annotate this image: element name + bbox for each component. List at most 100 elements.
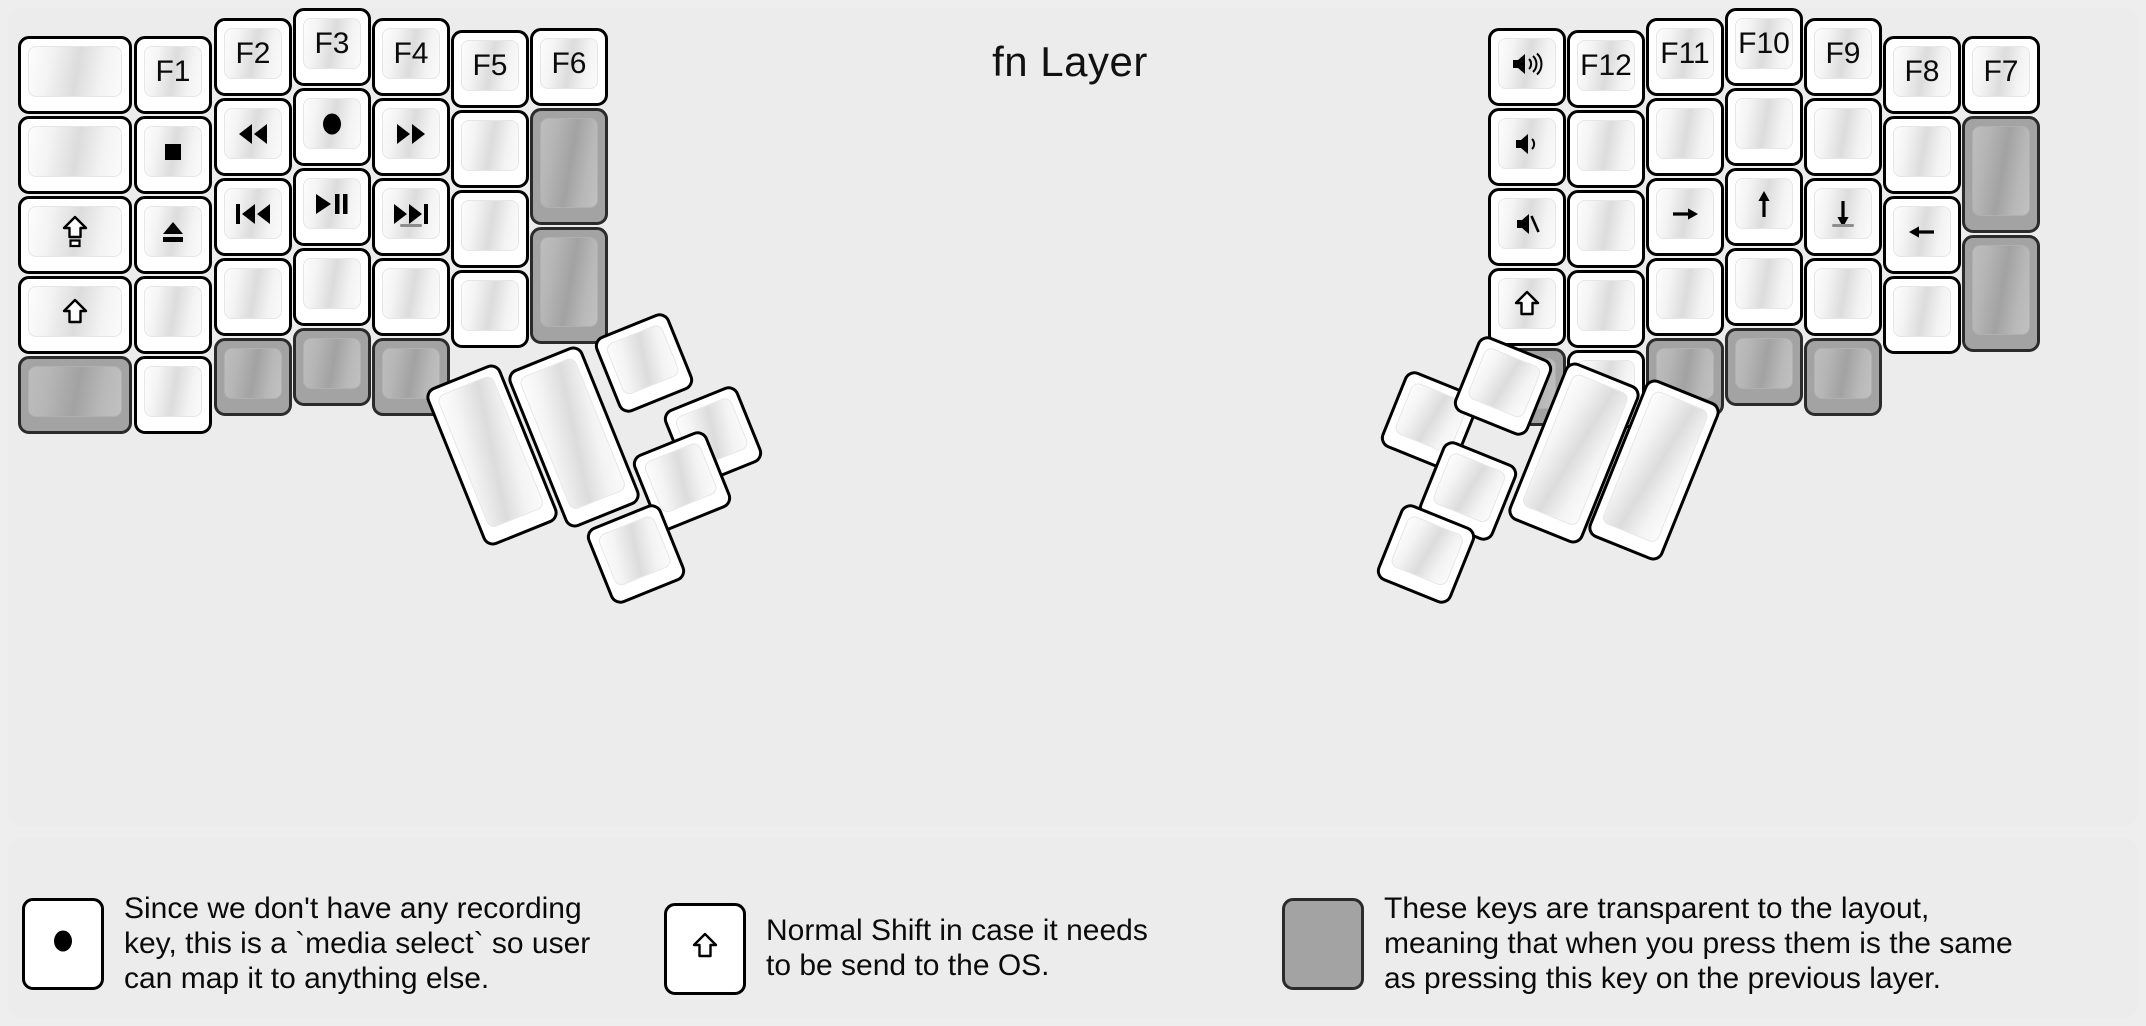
key-blank[interactable] — [1725, 248, 1803, 326]
keycap-surface — [1466, 346, 1543, 420]
key-transparent[interactable] — [1962, 116, 2040, 233]
key-blank[interactable] — [1804, 98, 1882, 176]
key-f1[interactable]: F1 — [134, 36, 212, 114]
key-f8[interactable]: F8 — [1883, 36, 1961, 114]
key-label: F5 — [472, 48, 508, 82]
keycap-surface — [1814, 268, 1872, 319]
key-blank[interactable] — [1567, 190, 1645, 268]
key-blank[interactable] — [18, 116, 132, 194]
shift-icon — [691, 931, 719, 961]
keycap-surface — [28, 366, 122, 417]
arrow-up-icon — [1751, 188, 1777, 220]
key-blank[interactable] — [1646, 258, 1724, 336]
keycap-surface — [224, 348, 282, 399]
key-arrow-up[interactable] — [1725, 168, 1803, 246]
record-icon — [48, 926, 78, 956]
legend-item-transparent: These keys are transparent to the layout… — [1282, 892, 2013, 996]
keycap-surface — [461, 200, 519, 251]
legend-key-transparent — [1282, 898, 1364, 991]
key-transparent[interactable] — [293, 328, 371, 406]
key-blank[interactable] — [372, 258, 450, 336]
arrow-right-icon — [1669, 201, 1701, 227]
key-label: F8 — [1904, 54, 1940, 88]
keycap-surface — [28, 126, 122, 177]
key-blank[interactable] — [1725, 88, 1803, 166]
key-blank[interactable] — [1883, 116, 1961, 194]
key-f3[interactable]: F3 — [293, 8, 371, 86]
key-f2[interactable]: F2 — [214, 18, 292, 96]
page-title: fn Layer — [992, 38, 1148, 85]
key-f12[interactable]: F12 — [1567, 30, 1645, 108]
key-volume-mute[interactable] — [1488, 188, 1566, 266]
keycap-surface — [540, 237, 598, 327]
key-transparent[interactable] — [530, 227, 608, 344]
key-label: F4 — [393, 36, 429, 70]
key-blank[interactable] — [134, 356, 212, 434]
keycap-surface — [1814, 348, 1872, 399]
key-blank[interactable] — [451, 190, 529, 268]
keycap-surface — [382, 268, 440, 319]
keycap-surface — [1577, 120, 1635, 171]
key-media-stop[interactable] — [134, 116, 212, 194]
key-volume-down[interactable] — [1488, 108, 1566, 186]
keycap-surface — [1735, 258, 1793, 309]
key-transparent[interactable] — [530, 108, 608, 225]
key-volume-up[interactable] — [1488, 28, 1566, 106]
play-pause-icon — [314, 191, 350, 217]
shift-icon — [61, 297, 89, 327]
key-transparent[interactable] — [1804, 338, 1882, 416]
key-transparent[interactable] — [18, 356, 132, 434]
key-label: F7 — [1983, 54, 2019, 88]
legend-item-record: Since we don't have any recording key, t… — [22, 892, 590, 996]
eject-icon — [158, 217, 188, 247]
keycap-surface — [461, 120, 519, 171]
key-f9[interactable]: F9 — [1804, 18, 1882, 96]
key-label: F1 — [155, 54, 191, 88]
key-shift[interactable] — [18, 276, 132, 354]
keycap-surface — [1814, 108, 1872, 159]
shift-icon — [1513, 289, 1541, 319]
key-record[interactable] — [293, 88, 371, 166]
key-fast-forward[interactable] — [372, 98, 450, 176]
key-blank[interactable] — [293, 248, 371, 326]
key-transparent[interactable] — [1725, 328, 1803, 406]
key-blank[interactable] — [1883, 276, 1961, 354]
key-blank[interactable] — [451, 270, 529, 348]
key-blank[interactable] — [1567, 270, 1645, 348]
key-blank[interactable] — [18, 36, 132, 114]
key-caps-lock[interactable] — [18, 196, 132, 274]
key-label: F10 — [1738, 26, 1790, 60]
key-next-track[interactable] — [372, 178, 450, 256]
key-play-pause[interactable] — [293, 168, 371, 246]
key-blank[interactable] — [1804, 258, 1882, 336]
next-track-icon — [392, 201, 430, 227]
key-previous-track[interactable] — [214, 178, 292, 256]
key-f7[interactable]: F7 — [1962, 36, 2040, 114]
key-transparent[interactable] — [1962, 235, 2040, 352]
key-arrow-left[interactable] — [1883, 196, 1961, 274]
key-blank[interactable] — [451, 110, 529, 188]
key-f4[interactable]: F4 — [372, 18, 450, 96]
key-arrow-down[interactable] — [1804, 178, 1882, 256]
key-f6[interactable]: F6 — [530, 28, 608, 106]
key-transparent[interactable] — [214, 338, 292, 416]
keycap-surface — [1577, 280, 1635, 331]
key-rewind[interactable] — [214, 98, 292, 176]
volume-mute-icon — [1513, 210, 1541, 238]
key-f11[interactable]: F11 — [1646, 18, 1724, 96]
keycap-surface — [28, 46, 122, 97]
homing-bar — [1832, 224, 1854, 227]
key-eject[interactable] — [134, 196, 212, 274]
key-f5[interactable]: F5 — [451, 30, 529, 108]
key-blank[interactable] — [214, 258, 292, 336]
volume-up-icon — [1509, 50, 1545, 78]
keycap-surface — [303, 258, 361, 309]
key-label: F12 — [1580, 48, 1632, 82]
key-blank[interactable] — [1646, 98, 1724, 176]
key-shift[interactable] — [1488, 268, 1566, 346]
key-arrow-right[interactable] — [1646, 178, 1724, 256]
key-blank[interactable] — [1567, 110, 1645, 188]
key-blank[interactable] — [134, 276, 212, 354]
keycap-surface — [596, 514, 673, 588]
key-f10[interactable]: F10 — [1725, 8, 1803, 86]
